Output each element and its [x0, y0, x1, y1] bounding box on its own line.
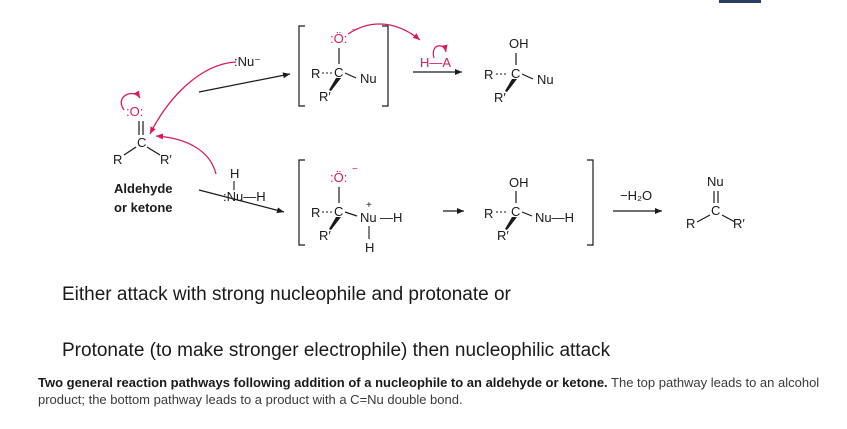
zwitterion-carbon: C: [334, 204, 343, 219]
alkoxide-nu: Nu: [360, 71, 377, 86]
neutral-nucleophile: :Nu—H: [223, 189, 266, 204]
alcohol-carbon: C: [511, 66, 520, 81]
top-edge-bar: [719, 0, 761, 3]
alkoxide-r-prime: R′: [319, 89, 331, 104]
reaction-scheme: :O: C R R′ Aldehyde or ketone :Nu⁻ H :Nu…: [113, 23, 745, 255]
curved-arrow-acid: [432, 44, 448, 59]
top-intermediate: :Ö: − C R Nu R′: [298, 25, 389, 107]
figure-caption: Two general reaction pathways following …: [38, 374, 828, 408]
alkoxide-r: R: [311, 66, 320, 81]
compound-label-line1: Aldehyde: [114, 181, 173, 196]
curved-arrow-protonation: [347, 23, 421, 41]
bottom-middle: OH C R Nu—H R′: [484, 159, 594, 246]
zwitterion-oxygen: :Ö:: [330, 170, 347, 185]
alkoxide-carbon: C: [334, 65, 343, 80]
r-prime-group: R′: [160, 152, 172, 167]
bottom-product-c-nu: Nu C R R′: [686, 174, 745, 231]
middle-oh: OH: [509, 175, 529, 190]
bottom-intermediate: :Ö: − C R Nu + —H H R′: [298, 159, 402, 255]
zwitterion-nu: Nu: [360, 210, 377, 225]
curved-arrow-neutral-attack: [155, 133, 217, 175]
middle-r-prime: R′: [497, 228, 509, 243]
note-line-1: Either attack with strong nucleophile an…: [62, 284, 511, 305]
caption-rest: The top pathway leads to an alcohol prod…: [38, 375, 820, 407]
middle-carbon: C: [511, 204, 520, 219]
product-carbon: C: [711, 203, 720, 218]
caption-bold: Two general reaction pathways following …: [38, 375, 608, 390]
reaction-arrow-top-1: [198, 72, 291, 93]
product-r: R: [686, 216, 695, 231]
reaction-arrow-bottom-1: [198, 189, 285, 214]
product-r-prime: R′: [733, 216, 745, 231]
curved-arrow-lone-pair: [120, 90, 141, 111]
middle-nu-h: Nu—H: [535, 210, 574, 225]
compound-label-line2: or ketone: [114, 200, 173, 215]
neutral-nucleophile-h: H: [230, 166, 239, 181]
water-loss: −H₂O: [620, 188, 652, 203]
alkoxide-oxygen: :Ö:: [330, 31, 347, 46]
r-group: R: [113, 152, 122, 167]
curved-arrow-anionic-attack: [149, 61, 237, 135]
acid-reagent: H—A: [420, 55, 451, 70]
carbonyl-oxygen: :O:: [126, 104, 143, 119]
anionic-nucleophile: :Nu⁻: [234, 54, 261, 69]
top-product-alcohol: OH C R Nu R′: [484, 36, 554, 105]
zwitterion-nu-h-bond: —H: [380, 210, 402, 225]
positive-charge: +: [366, 200, 372, 211]
alcohol-r-prime: R′: [494, 90, 506, 105]
alcohol-r: R: [484, 67, 493, 82]
carbonyl-carbon: C: [137, 135, 146, 150]
middle-r: R: [484, 206, 493, 221]
zwitterion-r-prime: R′: [319, 228, 331, 243]
note-line-2: Protonate (to make stronger electrophile…: [62, 340, 611, 361]
starting-carbonyl: :O: C R R′ Aldehyde or ketone: [113, 104, 173, 215]
alcohol-nu: Nu: [537, 72, 554, 87]
product-nu: Nu: [707, 174, 724, 189]
zwitterion-second-h: H: [365, 240, 374, 255]
zwitterion-r: R: [311, 205, 320, 220]
zwitterion-negative-charge: −: [352, 164, 358, 175]
alcohol-oh: OH: [509, 36, 529, 51]
